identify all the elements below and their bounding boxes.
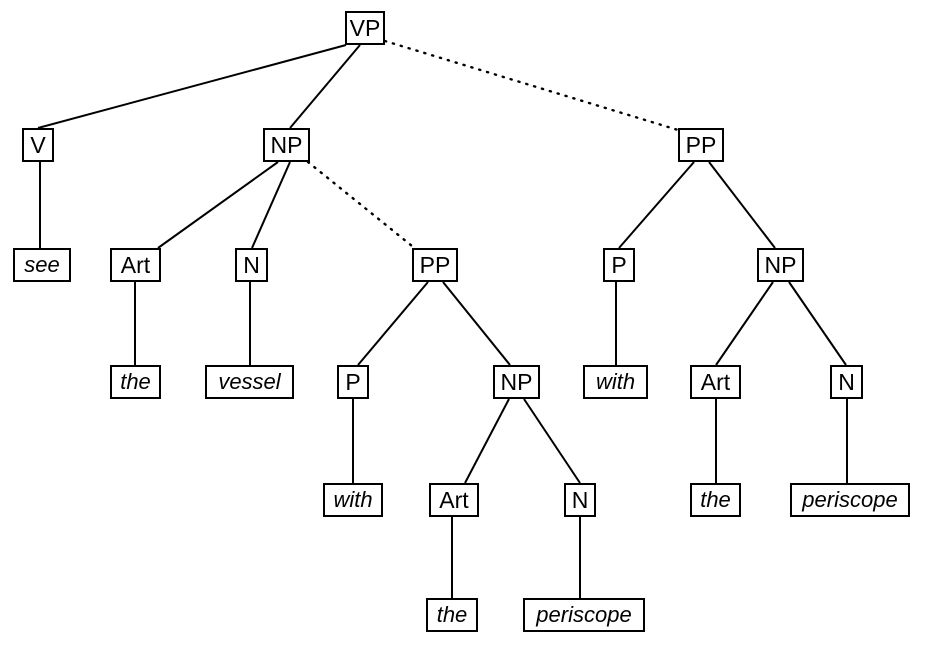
tree-node-label: N	[243, 251, 260, 278]
tree-node-see[interactable]: see	[13, 248, 71, 282]
tree-node-art_mid[interactable]: Art	[429, 483, 479, 517]
tree-node-n_mid[interactable]: N	[564, 483, 596, 517]
tree-node-label: the	[436, 602, 468, 627]
tree-node-label: VP	[349, 14, 381, 41]
tree-node-art1[interactable]: Art	[110, 248, 161, 282]
tree-node-vp[interactable]: VP	[345, 11, 385, 45]
tree-node-pp_mid[interactable]: PP	[412, 248, 458, 282]
tree-edge-vp-to-v	[37, 44, 347, 129]
tree-node-label: Art	[120, 251, 151, 278]
tree-node-the1[interactable]: the	[110, 365, 161, 399]
tree-node-pp_right[interactable]: PP	[678, 128, 724, 162]
tree-node-label: N	[838, 368, 855, 395]
tree-node-label: NP	[500, 368, 533, 395]
tree-node-with_r[interactable]: with	[583, 365, 648, 399]
tree-edge-vp-to-np1	[289, 44, 361, 129]
tree-node-label: see	[24, 252, 60, 277]
tree-edge-pp_mid-to-np_mid	[442, 281, 511, 366]
tree-node-periscope_r[interactable]: periscope	[790, 483, 910, 517]
tree-edge-np_mid-to-art_mid	[464, 398, 510, 484]
tree-node-label: Art	[700, 368, 731, 395]
tree-node-np_mid[interactable]: NP	[493, 365, 540, 399]
tree-edge-pp_mid-to-p_mid	[357, 281, 429, 366]
tree-node-label: PP	[685, 131, 717, 158]
tree-node-v[interactable]: V	[22, 128, 54, 162]
tree-edge-np1-to-pp_mid	[306, 160, 414, 248]
tree-node-periscope_m[interactable]: periscope	[523, 598, 645, 632]
tree-edge-np_right-to-art_right	[715, 281, 774, 366]
tree-node-label: with	[595, 369, 636, 394]
tree-edge-vp-to-pp_right	[383, 39, 680, 132]
tree-node-p_right[interactable]: P	[603, 248, 635, 282]
tree-node-label: P	[611, 251, 627, 278]
tree-edge-np_right-to-n_right	[788, 281, 847, 366]
tree-node-label: P	[345, 368, 361, 395]
tree-node-n_right[interactable]: N	[830, 365, 863, 399]
tree-node-n1[interactable]: N	[235, 248, 268, 282]
tree-node-label: PP	[419, 251, 451, 278]
tree-node-label: periscope	[536, 602, 632, 627]
tree-node-label: vessel	[218, 369, 281, 394]
tree-node-label: Art	[439, 486, 469, 513]
tree-node-with_m[interactable]: with	[323, 483, 383, 517]
tree-node-np_right[interactable]: NP	[757, 248, 804, 282]
tree-edge-np_mid-to-n_mid	[523, 398, 581, 484]
tree-node-label: periscope	[802, 487, 898, 512]
tree-node-label: NP	[764, 251, 797, 278]
tree-node-label: NP	[270, 131, 303, 158]
tree-node-p_mid[interactable]: P	[337, 365, 369, 399]
tree-node-art_right[interactable]: Art	[690, 365, 741, 399]
tree-node-the_m[interactable]: the	[426, 598, 478, 632]
tree-node-label: the	[700, 487, 731, 512]
tree-edge-pp_right-to-p_right	[618, 161, 695, 249]
tree-node-np1[interactable]: NP	[263, 128, 310, 162]
tree-node-vessel[interactable]: vessel	[205, 365, 294, 399]
tree-edge-np1-to-art1	[157, 161, 279, 249]
tree-node-label: the	[120, 369, 151, 394]
tree-node-label: V	[30, 131, 46, 158]
tree-node-the_r[interactable]: the	[690, 483, 741, 517]
tree-edge-np1-to-n1	[251, 161, 291, 249]
tree-node-label: N	[571, 486, 589, 513]
tree-edge-pp_right-to-np_right	[708, 161, 776, 249]
tree-node-label: with	[333, 487, 373, 512]
